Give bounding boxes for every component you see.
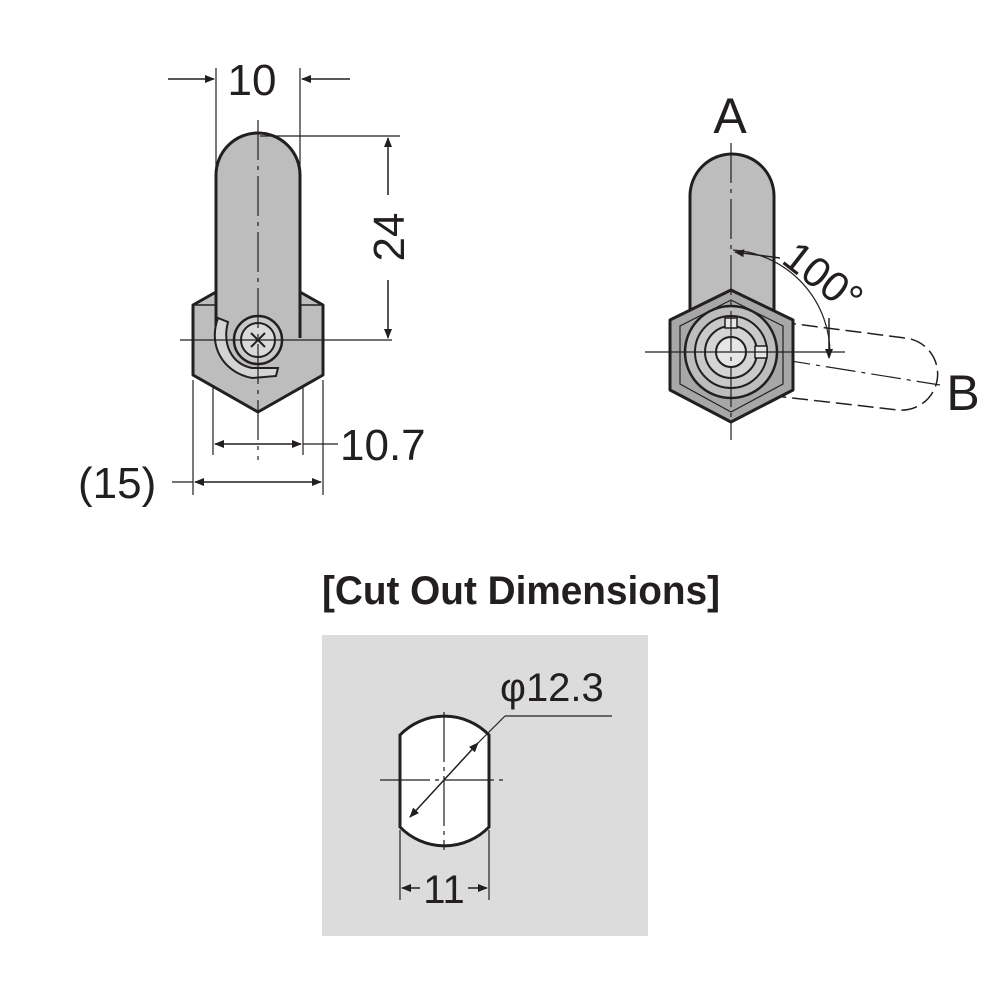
diameter-arrow-up: [443, 742, 479, 781]
rotation-angle-label: 100°: [774, 232, 871, 323]
angle-arrow-start: [734, 249, 781, 259]
diameter-label: φ12.3: [500, 666, 604, 710]
position-b-label: B: [946, 365, 979, 421]
cam-arm-position-b-ghost: [774, 321, 939, 411]
diameter-arrow-down: [409, 779, 445, 818]
flat-width-label: 11: [423, 868, 465, 912]
hex-nut-inner-outline: [679, 299, 784, 413]
rotation-view: A B 100°: [645, 88, 980, 440]
dim-overall-width-label: (15): [78, 459, 156, 508]
dim-height-label: 24: [365, 213, 414, 262]
position-b-centerline: [734, 351, 941, 386]
cam-arm-position-a: [688, 152, 776, 340]
dim-body-width-label: 10.7: [340, 421, 426, 470]
cutout-section: [Cut Out Dimensions] φ12.3 11: [322, 569, 720, 936]
front-view: 10 24 10.7 (15): [78, 56, 426, 508]
diameter-leader: [477, 715, 506, 744]
cutout-title: [Cut Out Dimensions]: [322, 569, 720, 613]
position-a-label: A: [713, 88, 747, 144]
dim-width-label: 10: [228, 56, 277, 105]
